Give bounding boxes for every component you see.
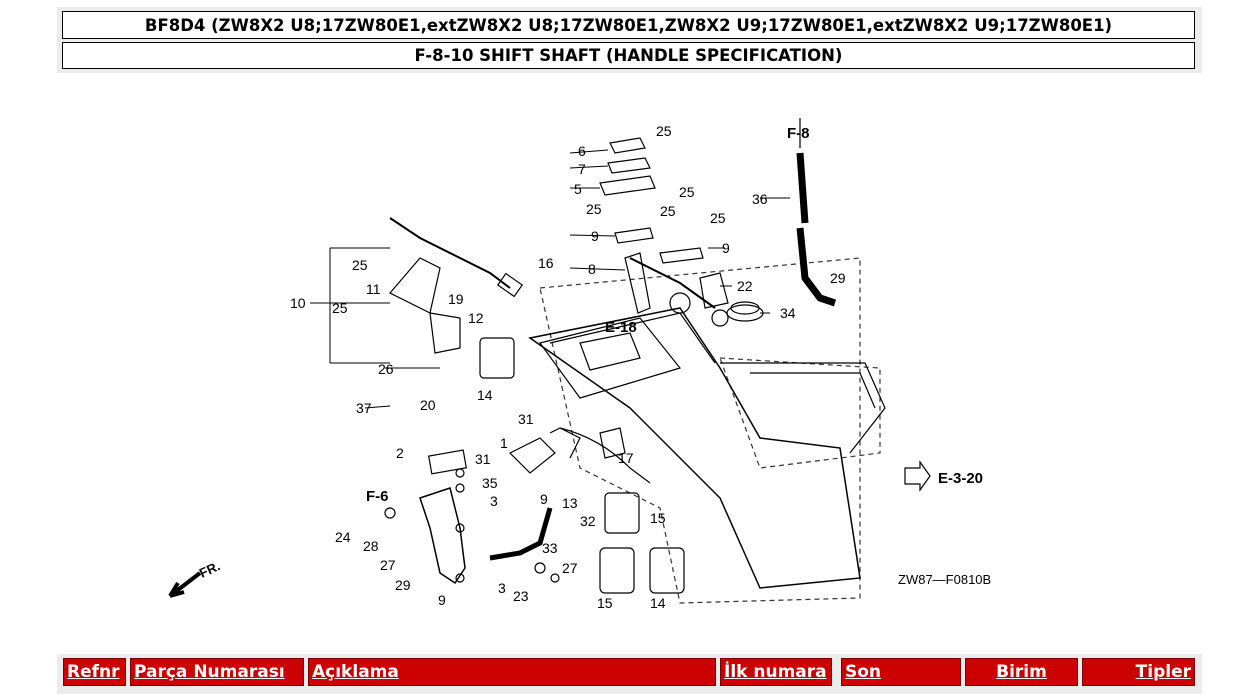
title-table: BF8D4 (ZW8X2 U8;17ZW80E1,extZW8X2 U8;17Z… [57,7,1202,73]
callout-25: 25 [656,123,672,139]
callout-9b: 9 [722,240,730,256]
col-description[interactable]: Açıklama [308,658,716,686]
plate-4 [599,175,656,196]
callout-14: 14 [477,387,493,403]
callout-12: 12 [468,310,484,326]
callout-25g: 25 [332,300,348,316]
ref-e320: E-3-20 [938,470,983,487]
plate-9a [614,227,654,244]
callout-3b: 3 [498,580,506,596]
ref-f8: F-8 [787,125,810,142]
callout-28: 27 [380,557,396,573]
handle-8 [419,487,466,585]
boot-20 [699,272,729,309]
plate-5b [607,157,651,174]
callout-10: 10 [290,295,306,311]
callout-34: 33 [542,540,558,556]
ref-e18: E-18 [605,319,637,336]
case-guard [719,357,881,469]
front-arrow [168,571,202,598]
col-unit[interactable]: Birim [965,658,1078,686]
col-refnr[interactable]: Refnr [63,658,126,686]
callout-8: 9 [438,592,446,608]
callout-25e: 25 [710,210,726,226]
callout-20: 22 [737,278,753,294]
hose-35 [796,152,809,224]
callout-32: 32 [580,513,596,529]
plate-5a [609,137,646,154]
callout-25f: 25 [352,257,368,273]
callout-6: 8 [588,261,596,277]
callout-1: 1 [500,435,508,451]
callout-7: 9 [540,491,548,507]
callout-4: 5 [574,181,582,197]
housing-body [528,307,861,589]
callout-25c: 25 [586,201,602,217]
col-last[interactable]: Son [841,658,961,686]
callout-23: 23 [513,588,529,604]
parts-diagram: 25 6 7 5 25 25 25 25 9 9 8 22 34 36 29 1… [160,108,1040,618]
callout-9: 9 [591,228,599,244]
col-first-number[interactable]: İlk numara [720,658,832,686]
callout-15: 15 [650,510,666,526]
col-types[interactable]: Tipler [1082,658,1195,686]
pad-16 [649,547,685,594]
callout-18: 16 [538,255,554,271]
callout-29b: 29 [395,577,411,593]
callout-25b: 25 [679,184,695,200]
lever-6 [624,252,651,314]
switch-2 [428,449,467,475]
section-title: F-8-10 SHIFT SHAFT (HANDLE SPECIFICATION… [62,42,1195,69]
callout-33: 34 [780,305,796,321]
rod-7 [489,507,553,561]
callout-13: 13 [562,495,578,511]
model-title: BF8D4 (ZW8X2 U8;17ZW80E1,extZW8X2 U8;17Z… [62,11,1195,39]
callout-25d: 25 [660,203,676,219]
parts-table-header: Refnr Parça Numarası Açıklama İlk numara… [57,654,1202,694]
col-part-number[interactable]: Parça Numarası [130,658,304,686]
callout-27: 27 [562,560,578,576]
sensor-13 [508,437,556,474]
callout-5: 6 [578,143,586,159]
callout-11: 11 [366,281,381,297]
callout-21: 19 [448,291,464,307]
clip-12 [429,312,461,354]
callout-37: 37 [356,400,372,416]
cover-plate [538,317,682,399]
callout-2: 2 [396,445,404,461]
callout-17: 15 [597,595,613,611]
callout-3: 3 [490,493,498,509]
connector-19 [599,427,626,459]
callout-26: 26 [378,361,394,377]
grommet-33 [726,304,764,322]
callout-19: 17 [618,450,634,466]
callout-24: 24 [335,529,351,545]
ref-front: FR. [197,558,222,580]
bracket-11 [389,257,441,314]
pad-17 [599,547,635,594]
callout-16: 14 [650,595,666,611]
pad-15 [604,492,640,534]
ref-f6: F-6 [366,488,389,505]
callout-31: 31 [518,411,534,427]
callout-30: 29 [830,270,846,286]
pad-14 [479,337,515,379]
callout-36: 35 [482,475,498,491]
wire-harness [389,217,511,289]
drawing-code: ZW87—F0810B [898,572,991,587]
callout-29: 28 [363,538,379,554]
callout-35: 36 [752,191,768,207]
callout-5b: 7 [578,161,586,177]
callout-22: 20 [420,397,436,413]
lower-case-outline [539,257,861,604]
callout-31b: 31 [475,451,491,467]
plate-9b [659,247,704,264]
e-3-20-arrow [904,460,931,492]
